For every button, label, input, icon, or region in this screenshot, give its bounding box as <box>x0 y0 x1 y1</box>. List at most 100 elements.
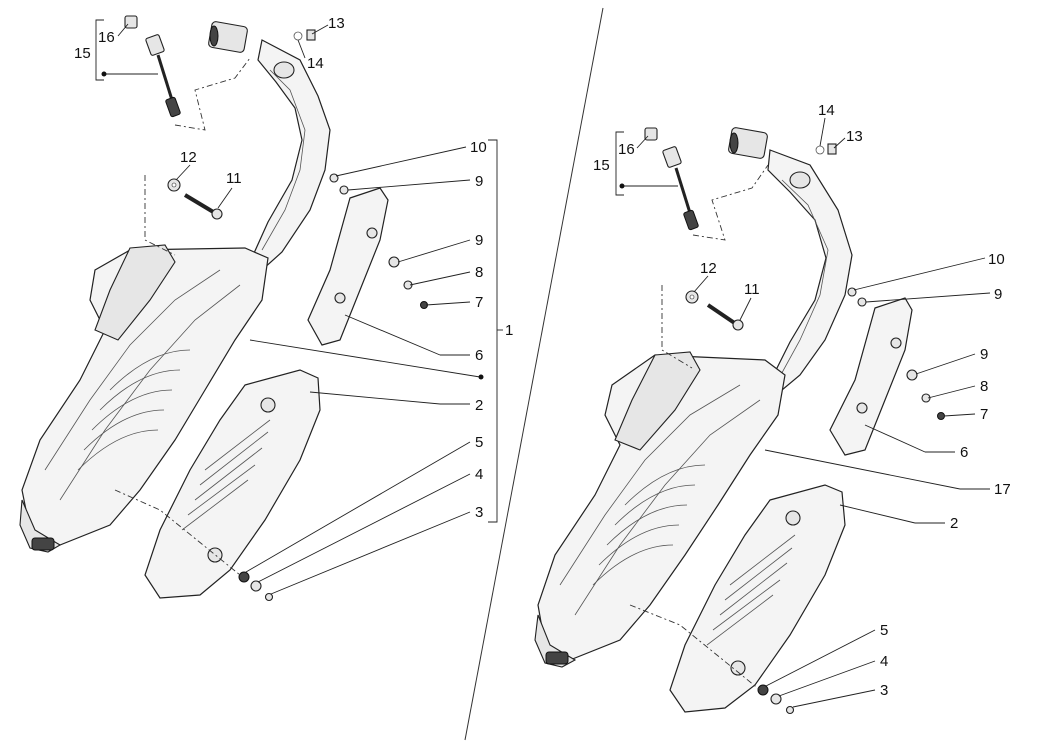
callout-4: 4 <box>475 466 483 483</box>
assembly-line-shield <box>114 489 241 576</box>
leader-dot-15 <box>101 71 107 77</box>
callout-2: 2 <box>475 397 483 414</box>
callout-3: 3 <box>475 504 483 521</box>
guard-hole-top <box>366 227 378 239</box>
callout-15: 15 <box>593 157 610 174</box>
leader-6b <box>864 424 926 453</box>
washer-9-upper <box>857 297 867 307</box>
bolt-11 <box>183 193 223 220</box>
lambda-sensor <box>662 146 699 231</box>
pipe-heat-guard <box>307 187 389 346</box>
assembly-line-sensor <box>174 57 251 131</box>
callout-6: 6 <box>475 347 483 364</box>
shield-hole-lower <box>730 660 746 676</box>
callout-16: 16 <box>98 29 115 46</box>
screw-3 <box>785 705 795 715</box>
leader-9b <box>397 239 471 263</box>
assembly-line-sensor <box>692 164 769 241</box>
leader-7 <box>425 301 471 306</box>
leader-2b <box>309 391 441 405</box>
heat-shield <box>144 369 321 599</box>
silencer-seam <box>559 384 741 586</box>
callout-11: 11 <box>226 170 242 187</box>
leader-4 <box>257 473 471 583</box>
callout-5: 5 <box>880 622 888 639</box>
callout-7: 7 <box>980 406 988 423</box>
leader-9a <box>865 292 991 303</box>
leader-2b <box>839 504 916 524</box>
leader-10 <box>853 257 986 291</box>
leader-3 <box>792 689 876 708</box>
callout-4: 4 <box>880 653 888 670</box>
assembly-line-bolt <box>661 285 693 369</box>
leader-14 <box>819 117 826 147</box>
silencer-ribs <box>592 464 706 586</box>
guard-hole-bottom <box>334 292 346 304</box>
leader-12 <box>175 164 191 181</box>
heat-shield <box>669 484 846 713</box>
callout-12: 12 <box>700 260 717 277</box>
leader-dot-15 <box>619 183 625 189</box>
callout-10: 10 <box>470 139 487 156</box>
bolt-11 <box>706 303 744 331</box>
callout-16: 16 <box>618 141 635 158</box>
callout-15: 15 <box>74 45 91 62</box>
callout-11: 11 <box>744 281 760 298</box>
washer-9-lower <box>906 369 918 381</box>
washer-9-upper <box>339 185 349 195</box>
callout-2: 2 <box>950 515 958 532</box>
clamp-ring-14 <box>293 31 303 41</box>
callout-1: 1 <box>505 322 513 339</box>
leader-3 <box>270 511 471 595</box>
washer-4 <box>770 693 782 705</box>
callout-10: 10 <box>988 251 1005 268</box>
right-exploded-view: 16 15 14 13 12 11 10 9 9 8 7 6 17 2 5 4 … <box>534 102 1011 715</box>
clamp-nut-13 <box>306 29 316 41</box>
pipe-flange <box>273 61 295 79</box>
pipe-contour <box>777 179 829 381</box>
leader-16 <box>636 135 649 149</box>
clamp-nut-13 <box>827 143 837 155</box>
assembly-line-bolt <box>144 175 176 256</box>
leader-13 <box>833 137 846 149</box>
callout-14: 14 <box>818 102 835 119</box>
guard-hole-top <box>890 337 902 349</box>
pipe-flange <box>789 171 811 189</box>
leader-8 <box>409 271 471 286</box>
shield-hole-upper <box>260 397 276 413</box>
group-bracket-1 <box>488 139 498 523</box>
leader-5 <box>245 441 471 573</box>
leader-11 <box>217 187 233 209</box>
mounting-bracket <box>94 244 176 341</box>
washer-10 <box>329 173 339 183</box>
leader-14 <box>297 39 306 59</box>
leader-17b <box>764 449 961 490</box>
washer-8 <box>921 393 931 403</box>
washer-12-hole <box>171 182 177 188</box>
washer-12-hole <box>689 294 695 300</box>
leader-silencer <box>249 339 481 378</box>
washer-9-lower <box>388 256 400 268</box>
washer-10 <box>847 287 857 297</box>
callout-5: 5 <box>475 434 483 451</box>
leader-5 <box>765 629 876 687</box>
callout-9-upper: 9 <box>994 286 1002 303</box>
leader-4 <box>778 660 876 697</box>
leader-16 <box>117 23 129 37</box>
callout-9-lower: 9 <box>475 232 483 249</box>
leader-11 <box>739 297 752 321</box>
callout-8: 8 <box>980 378 988 395</box>
clamp-ring-14 <box>815 145 825 155</box>
connector-end <box>209 25 219 47</box>
callout-13: 13 <box>328 15 345 32</box>
leader-8 <box>927 385 976 399</box>
callout-8: 8 <box>475 264 483 281</box>
leader-10 <box>335 146 467 177</box>
nut-5 <box>238 571 250 583</box>
pipe-heat-guard <box>829 297 913 456</box>
nut-5 <box>757 684 769 696</box>
left-exploded-view: 16 15 13 14 12 11 10 9 9 8 7 1 6 2 5 4 3 <box>19 15 513 602</box>
callout-14: 14 <box>307 55 324 72</box>
callout-17: 17 <box>994 481 1011 498</box>
